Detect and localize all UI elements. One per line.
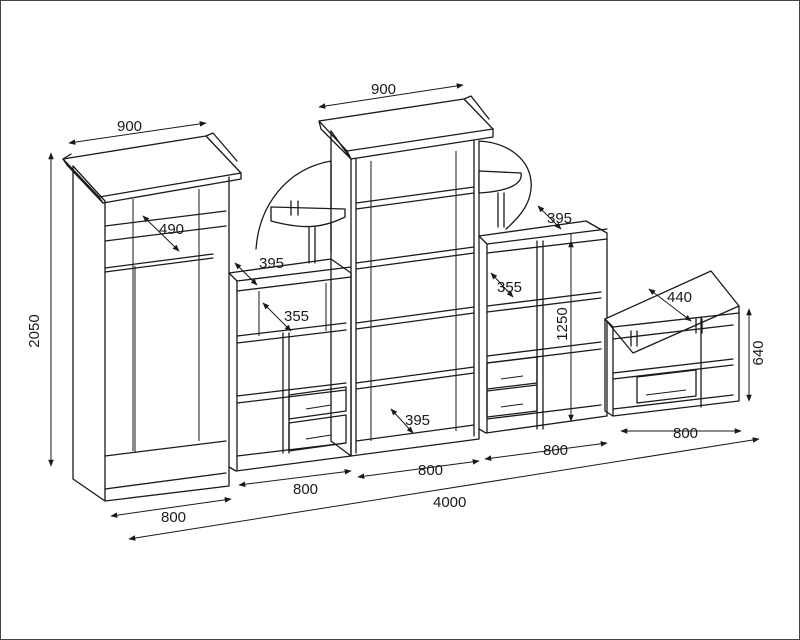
center-shelf-unit xyxy=(318,95,494,457)
label-low-unit-height: 640 xyxy=(750,340,767,365)
label-low-unit-width: 800 xyxy=(673,425,698,442)
label-left-shelf-inner-depth: 355 xyxy=(284,308,309,325)
left-shelf-unit xyxy=(228,160,352,472)
label-left-shelf-depth: 395 xyxy=(259,255,284,272)
label-wardrobe-width-top: 900 xyxy=(117,118,142,135)
wardrobe xyxy=(62,132,242,502)
label-low-unit-depth: 440 xyxy=(667,289,692,306)
label-right-shelf-inner-depth: 355 xyxy=(497,279,522,296)
label-right-shelf-height: 1250 xyxy=(554,307,571,340)
label-left-shelf-width: 800 xyxy=(293,481,318,498)
dimension-labels: 900 490 2050 800 395 355 800 900 395 800… xyxy=(26,81,767,526)
label-right-shelf-width: 800 xyxy=(543,442,568,459)
label-wardrobe-height: 2050 xyxy=(26,314,43,347)
label-center-top-width: 900 xyxy=(371,81,396,98)
label-wardrobe-base-width: 800 xyxy=(161,509,186,526)
label-wardrobe-depth: 490 xyxy=(159,221,184,238)
label-right-shelf-depth: 395 xyxy=(547,210,572,227)
label-center-width: 800 xyxy=(418,462,443,479)
dimension-lines xyxy=(48,83,760,541)
label-total-width: 4000 xyxy=(433,494,466,511)
right-shelf-unit xyxy=(478,140,608,434)
label-center-shelf-depth: 395 xyxy=(405,412,430,429)
